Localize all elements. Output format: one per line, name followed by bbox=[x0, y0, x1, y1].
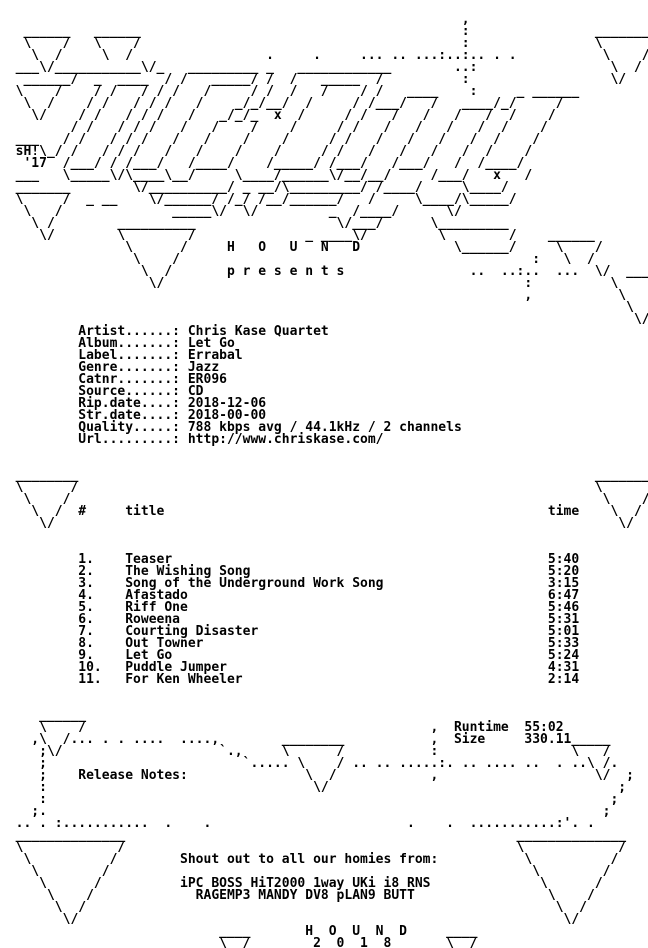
nfo-line: Genre.......: Jazz bbox=[0, 360, 220, 375]
nfo-line: ______________ ______________ bbox=[0, 828, 627, 843]
nfo-line: \ / / / / / / / / / / / / / ____ : _ ___… bbox=[0, 84, 648, 99]
nfo-line: 6. Roweena 5:31 bbox=[0, 612, 580, 627]
nfo-line: Catnr.......: ER096 bbox=[0, 372, 227, 387]
nfo-line: Quality.....: 788 kbps avg / 44.1kHz / 2… bbox=[0, 420, 462, 435]
nfo-line: ________ ________ bbox=[0, 468, 648, 483]
nfo-line: 5. Riff One 5:46 bbox=[0, 600, 580, 615]
nfo-line: ______ ______ : ________ bbox=[0, 24, 648, 39]
nfo-line: 1. Teaser 5:40 bbox=[0, 552, 580, 567]
nfo-line: , bbox=[0, 12, 470, 27]
nfo-line: : \/ ; bbox=[0, 780, 627, 795]
nfo-line: \/ \/ bbox=[0, 516, 634, 531]
nfo-line: ; `..... \ / .. .. .....:. .. .... .. . … bbox=[0, 756, 619, 771]
nfo-line: \ / p r e s e n t s .. ..:.. ... \/ ____… bbox=[0, 264, 648, 279]
nfo-line: Album.......: Let Go bbox=[0, 336, 235, 351]
nfo-line: \ / 2 0 1 8 \ / bbox=[0, 936, 478, 948]
nfo-line: \ / \ / bbox=[0, 864, 611, 879]
nfo-line: 10. Puddle Jumper 4:31 bbox=[0, 660, 580, 675]
nfo-line: ,\ /... . . .... ...., ________ , Size 3… bbox=[0, 732, 611, 747]
nfo-line: \ / __________ \/___/ \_________ bbox=[0, 216, 509, 231]
nfo-line: _______ \/__________/ _ __/\_________/ /… bbox=[0, 180, 509, 195]
nfo-line: 2. The Wishing Song 5:20 bbox=[0, 564, 580, 579]
nfo-line: \ / \ / bbox=[0, 480, 648, 495]
nfo-line: \ / Shout out to all our homies from: \ … bbox=[0, 852, 619, 867]
nfo-line: \ / \ / . . ... .. ...:..:.. . . \ / bbox=[0, 48, 648, 63]
nfo-line: \ / iPC BOSS HiT2000 1way UKi i8 RNS \ / bbox=[0, 876, 603, 891]
nfo-line: \ / _ __ \/______/ /_/ /__/______/ / \__… bbox=[0, 192, 517, 207]
nfo-line: ____ H O U N D ____ bbox=[0, 924, 478, 939]
nfo-line: 9. Let Go 5:24 bbox=[0, 648, 580, 663]
nfo-line: '17 /___/ / /___/ /____/ /_____/ /___/ /… bbox=[0, 156, 525, 171]
nfo-line: 4. Afastado 6:47 bbox=[0, 588, 580, 603]
nfo-line: \/ \/ bbox=[0, 912, 580, 927]
nfo-line: ;. ; bbox=[0, 804, 611, 819]
nfo-line: ; Release Notes: \ / , \/ ; bbox=[0, 768, 634, 783]
nfo-line: 7. Courting Disaster 5:01 bbox=[0, 624, 580, 639]
nfo-line: \/ : \ / bbox=[0, 276, 648, 291]
nfo-line: sH!\_/ / / / / / / / / / / / / / / / / bbox=[0, 144, 533, 159]
nfo-line: ______/ _ ____ / / _____/ / / _____ / : … bbox=[0, 72, 648, 87]
nfo-line: \/ \ / _ ____\/ \ / ______ bbox=[0, 228, 595, 243]
nfo-line: 8. Out Towner 5:33 bbox=[0, 636, 580, 651]
nfo-line: 3. Song of the Underground Work Song 3:1… bbox=[0, 576, 580, 591]
nfo-line: \ / \ / bbox=[0, 900, 587, 915]
nfo-line: Url.........: http://www.chriskase.com/ bbox=[0, 432, 384, 447]
nfo-line: Artist......: Chris Kase Quartet bbox=[0, 324, 329, 339]
nfo-line: \ / bbox=[0, 300, 648, 315]
nfo-line: : ; bbox=[0, 792, 619, 807]
nfo-line: Source......: CD bbox=[0, 384, 204, 399]
nfo-line: \/ bbox=[0, 312, 648, 327]
nfo-line: Str.date....: 2018-00-00 bbox=[0, 408, 267, 423]
nfo-line: ;\/ `., \ / : \ / bbox=[0, 744, 611, 759]
nfo-line: \ / \ / bbox=[0, 492, 648, 507]
nfo-line: ___\/___________\/_ _________ _ ________… bbox=[0, 60, 648, 75]
nfo-line: / / / / / / / / / / / / / / / / / \ / bbox=[0, 120, 648, 135]
nfo-line: Rip.date....: 2018-12-06 bbox=[0, 396, 267, 411]
nfo-line: \ / : \ / bbox=[0, 252, 595, 267]
nfo-line: \/ / / / / / / _/_/_ x / / / / / / / / /… bbox=[0, 108, 648, 123]
nfo-line: \ / H O U N D \______/ \ / bbox=[0, 240, 603, 255]
nfo-line: Label.......: Errabal bbox=[0, 348, 243, 363]
nfo-line: ___ \_____\/\____\__/ \____/______\/__/_… bbox=[0, 168, 648, 183]
nfo-line: \ / # title time \ / bbox=[0, 504, 642, 519]
nfo-line: ___ / / / / / / / / / / / / / / / / / \/ bbox=[0, 132, 648, 147]
nfo-line: ______ bbox=[0, 708, 87, 723]
nfo-line: \ / RAGEMP3 MANDY DV8 pLAN9 BUTT \ / bbox=[0, 888, 595, 903]
nfo-line: \ / \ / : \ / bbox=[0, 36, 648, 51]
nfo-line: 11. For Ken Wheeler 2:14 bbox=[0, 672, 580, 687]
nfo-line: \ / , Runtime 55:02 bbox=[0, 720, 564, 735]
nfo-line: \ / _____\/ \/ _ /____/ \/ bbox=[0, 204, 462, 219]
nfo-line: \ / \ / bbox=[0, 840, 627, 855]
nfo-line: .. . :........... . . . . ...........:'.… bbox=[0, 816, 595, 831]
nfo-line: \ / / / / / / / _/_/__/ / / /___/ / ____… bbox=[0, 96, 648, 111]
nfo-line: , \ / bbox=[0, 288, 648, 303]
